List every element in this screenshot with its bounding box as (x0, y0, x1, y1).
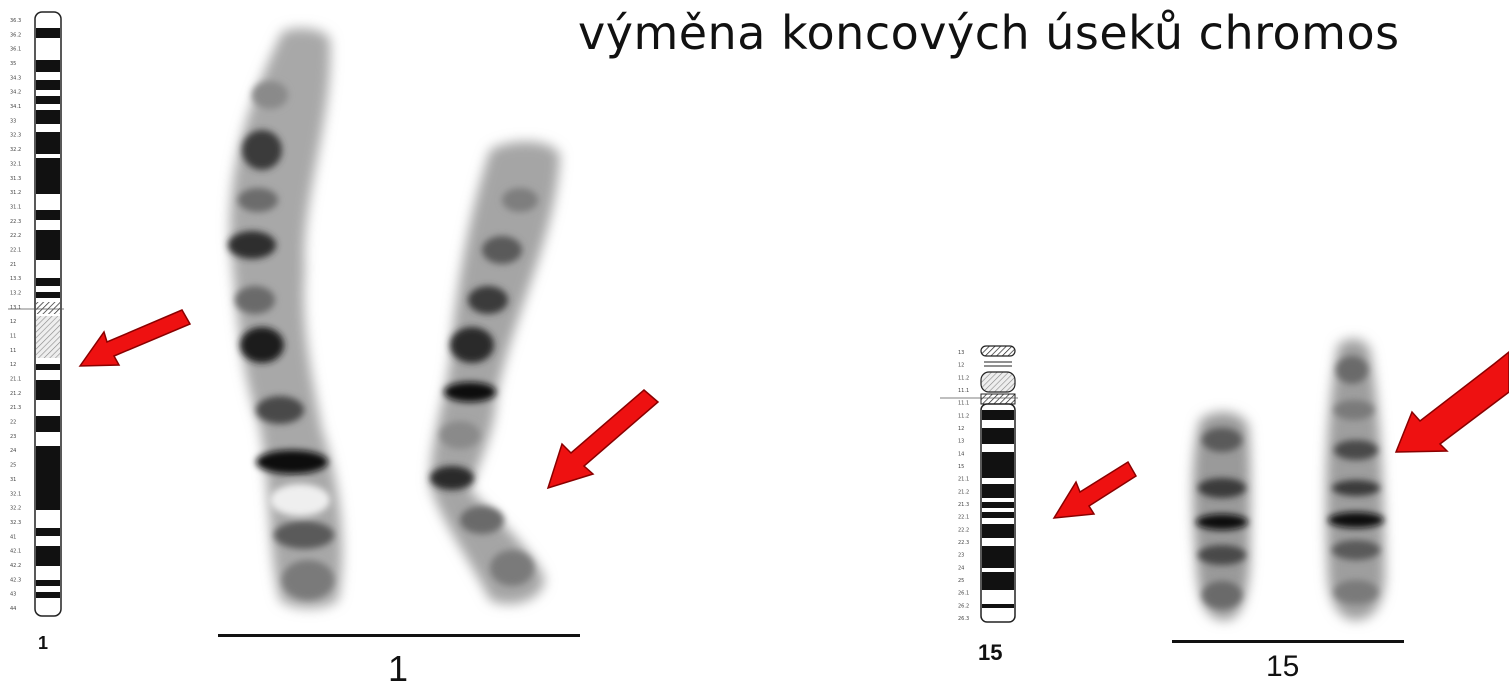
band-label: 24 (958, 565, 964, 571)
band-label: 12 (10, 362, 16, 368)
pair-1-label: 1 (388, 648, 408, 690)
pair-15-underline (1172, 640, 1404, 643)
band-label: 32.3 (10, 133, 21, 139)
band-label: 13 (958, 439, 964, 445)
ideogram-15-label: 15 (978, 640, 1002, 666)
band-label: 13 (958, 350, 964, 356)
band-label: 34.1 (10, 104, 21, 110)
band-label: 32.1 (10, 161, 21, 167)
band-label: 36.2 (10, 32, 21, 38)
band-label: 26.3 (958, 616, 969, 622)
band-label: 13.2 (10, 291, 21, 297)
band-label: 22.2 (10, 233, 21, 239)
band-label: 21.1 (958, 477, 969, 483)
chromosome-1-left (230, 28, 342, 608)
band-label: 26.2 (958, 603, 969, 609)
band-label: 11.2 (958, 375, 969, 381)
band-label: 26.1 (958, 591, 969, 597)
band-label: 15 (958, 464, 964, 470)
band-label: 42.3 (10, 577, 21, 583)
band-label: 11.2 (958, 413, 969, 419)
pair-1-underline (218, 634, 580, 637)
band-label: 14 (958, 451, 964, 457)
band-label: 42.1 (10, 549, 21, 555)
band-label: 44 (10, 606, 16, 612)
ideogram-1-label: 1 (38, 633, 48, 654)
band-label: 11 (10, 348, 16, 354)
band-label: 23 (958, 553, 964, 559)
band-label: 36.3 (10, 18, 21, 24)
band-label: 21.1 (10, 377, 21, 383)
band-label: 31.2 (10, 190, 21, 196)
chromosome-1-right (430, 142, 560, 604)
band-label: 42.2 (10, 563, 21, 569)
ideogram-chromosome-15: 13 12 11.2 11.1 11.1 11.2 12 13 14 15 21.1 21.2 21.3… (940, 346, 1018, 622)
band-label: 21.3 (958, 502, 969, 508)
band-label: 32.3 (10, 520, 21, 526)
band-label: 43 (10, 592, 16, 598)
band-label: 11.1 (958, 388, 969, 394)
band-label: 22.1 (10, 248, 21, 254)
band-label: 34.3 (10, 75, 21, 81)
band-label: 22.3 (10, 219, 21, 225)
band-label: 24 (10, 448, 16, 454)
band-label: 11.1 (958, 401, 969, 407)
band-label: 31.1 (10, 204, 21, 210)
band-label: 22.3 (958, 540, 969, 546)
band-label: 11 (10, 334, 16, 340)
band-label: 34.2 (10, 90, 21, 96)
band-label: 31.3 (10, 176, 21, 182)
band-label: 12 (10, 319, 16, 325)
arrow-icon (548, 390, 658, 488)
band-label: 32.2 (10, 147, 21, 153)
band-label: 25 (10, 463, 16, 469)
band-label: 21.2 (10, 391, 21, 397)
band-label: 12 (958, 426, 964, 432)
band-label: 21.2 (958, 489, 969, 495)
band-label: 33 (10, 118, 16, 124)
band-label: 22.1 (958, 515, 969, 521)
band-label: 22.2 (958, 527, 969, 533)
arrow-icon (1054, 462, 1136, 518)
band-label: 21.3 (10, 405, 21, 411)
band-label: 35 (10, 61, 16, 67)
pair-15-label: 15 (1266, 650, 1299, 684)
band-label: 23 (10, 434, 16, 440)
band-label: 32.2 (10, 506, 21, 512)
band-label: 13.3 (10, 276, 21, 282)
band-label: 13.1 (10, 305, 21, 311)
band-label: 36.1 (10, 47, 21, 53)
band-label: 32.1 (10, 491, 21, 497)
band-label: 12 (958, 363, 964, 369)
arrow-icon (1396, 352, 1509, 452)
band-label: 31 (10, 477, 16, 483)
band-label: 25 (958, 578, 964, 584)
ideogram-chromosome-1: 36.3 36.2 36.1 35 34.3 34.2 34.1 33 32.3 32.2 32.1… (8, 12, 64, 616)
band-label: 41 (10, 534, 16, 540)
band-label: 22 (10, 420, 16, 426)
band-label: 21 (10, 262, 16, 268)
arrow-icon (80, 310, 190, 366)
